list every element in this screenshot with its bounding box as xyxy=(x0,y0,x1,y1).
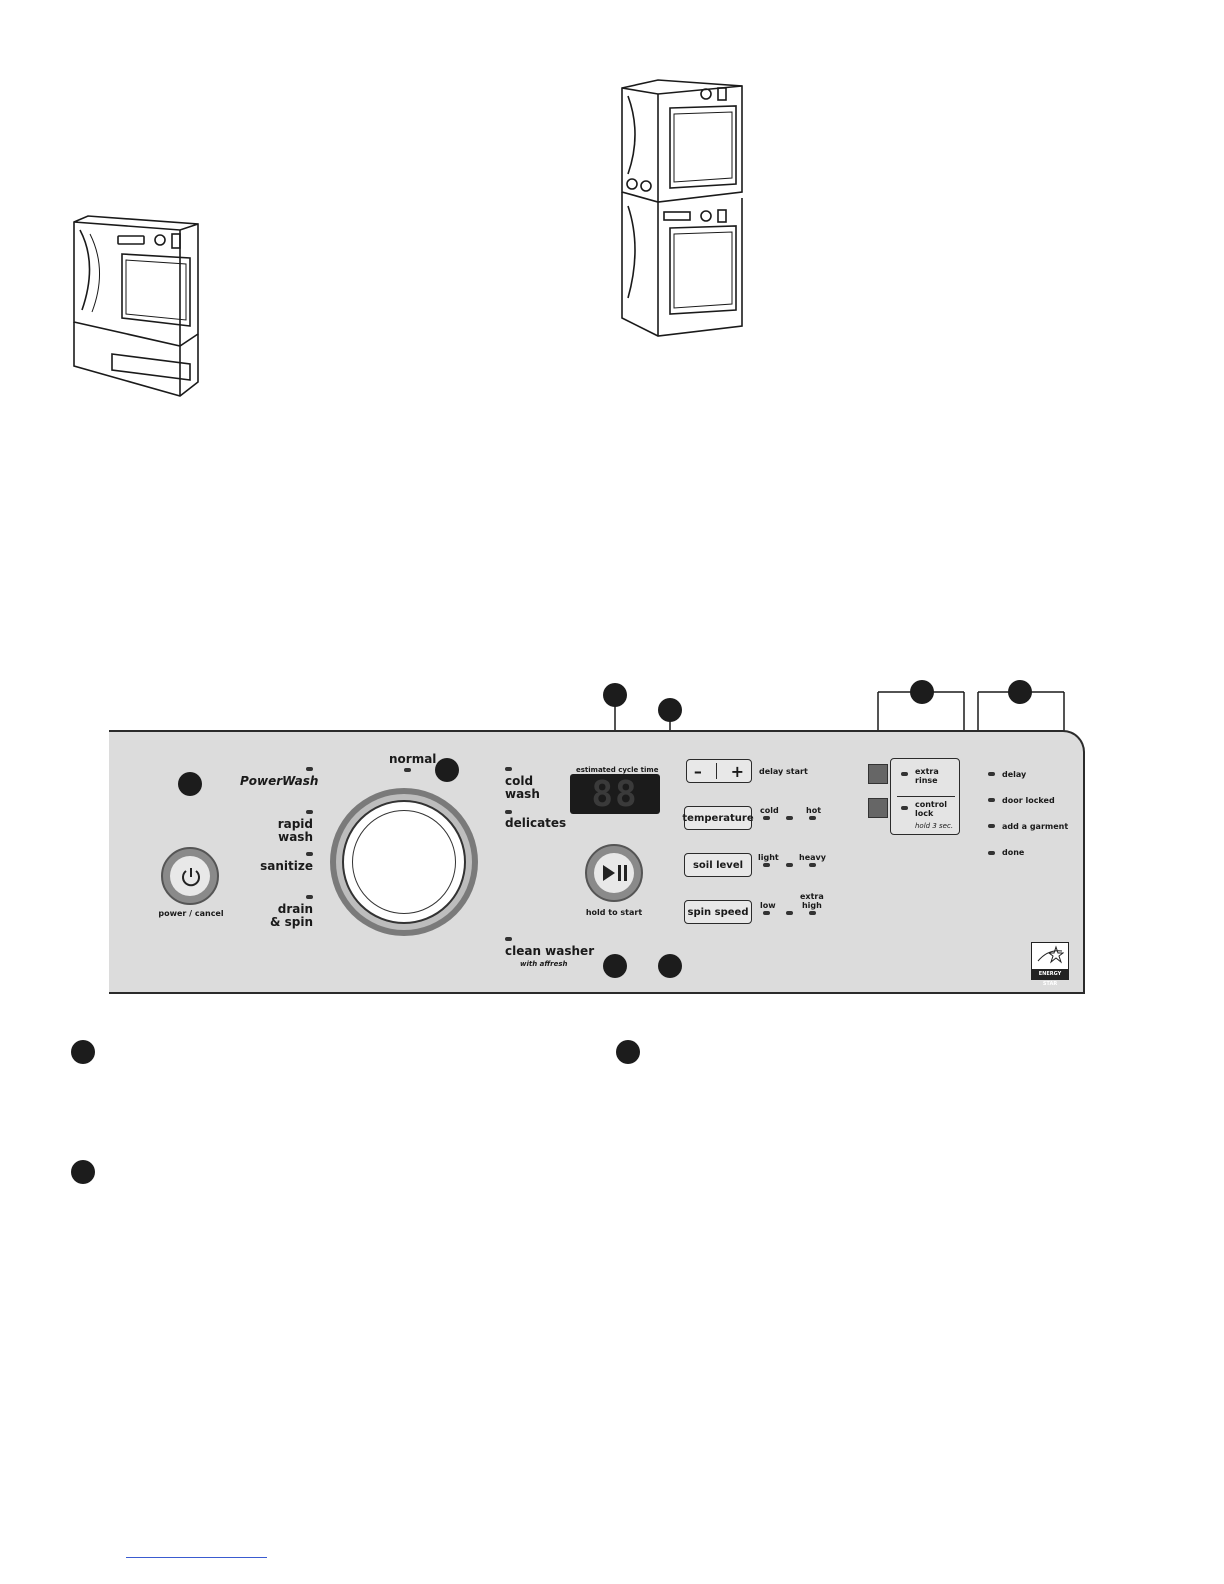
temperature-button[interactable]: temperature xyxy=(682,806,754,830)
soil-led xyxy=(809,863,816,867)
cycle-time-display: 88 xyxy=(570,774,660,815)
footer-rule xyxy=(126,1557,267,1558)
power-label: power / cancel xyxy=(158,909,224,918)
callout-marker xyxy=(178,772,202,796)
sanitize-led xyxy=(306,852,313,856)
callout-marker xyxy=(603,683,627,707)
cycle-clean-washer[interactable]: clean washer xyxy=(505,944,595,958)
callout-marker xyxy=(658,954,682,978)
clean-washer-sub: with affresh xyxy=(520,960,568,968)
energy-star-logo: ENERGY STAR xyxy=(1031,942,1069,987)
temperature-led xyxy=(809,816,816,820)
control-lock-hint: hold 3 sec. xyxy=(915,822,954,830)
spin-led xyxy=(809,911,816,915)
status-led-door-locked xyxy=(988,798,995,802)
callout-marker xyxy=(1008,680,1032,704)
status-led-delay xyxy=(988,772,995,776)
key-marker xyxy=(71,1040,95,1064)
cycle-normal[interactable]: normal xyxy=(389,752,437,766)
extra-rinse-label: extra rinse xyxy=(915,767,939,785)
delay-start-control: – + xyxy=(686,759,752,783)
spin-low: low xyxy=(760,901,776,910)
callout-marker xyxy=(435,758,459,782)
temperature-low: cold xyxy=(760,806,779,815)
energy-star-text: ENERGY STAR xyxy=(1032,969,1068,987)
cycle-drain-spin[interactable]: drain & spin xyxy=(269,902,313,929)
delay-plus-button[interactable]: + xyxy=(730,761,745,781)
status-done: done xyxy=(1002,848,1025,857)
options-box xyxy=(890,758,960,835)
extra-rinse-button[interactable] xyxy=(868,764,888,784)
delay-minus-button[interactable]: – xyxy=(693,761,702,781)
status-add-garment: add a garment xyxy=(1002,822,1069,831)
cycle-selector-knob[interactable] xyxy=(330,788,478,936)
drain-spin-led xyxy=(306,895,313,899)
power-button[interactable] xyxy=(161,847,219,905)
status-delay: delay xyxy=(1002,770,1027,779)
cycle-sanitize[interactable]: sanitize xyxy=(260,859,313,873)
play-pause-icon xyxy=(603,865,627,881)
callout-marker xyxy=(603,954,627,978)
normal-led xyxy=(404,768,411,772)
soil-level-button[interactable]: soil level xyxy=(684,853,752,877)
start-pause-button[interactable] xyxy=(585,844,643,902)
temperature-high: hot xyxy=(806,806,822,815)
cycle-cold-wash[interactable]: cold wash xyxy=(505,774,540,801)
stacked-washer-dryer-illustration xyxy=(621,79,743,337)
extra-rinse-led xyxy=(901,772,908,776)
delay-start-label: delay start xyxy=(759,767,808,776)
cycle-rapid-wash[interactable]: rapid wash xyxy=(277,817,313,844)
washer-on-pedestal-illustration xyxy=(73,215,199,397)
key-marker xyxy=(616,1040,640,1064)
control-lock-label: control lock xyxy=(915,800,947,818)
rapid-wash-led xyxy=(306,810,313,814)
temperature-led xyxy=(786,816,793,820)
display-title: estimated cycle time xyxy=(576,766,659,774)
temperature-led xyxy=(763,816,770,820)
delicates-led xyxy=(505,810,512,814)
soil-high: heavy xyxy=(799,853,826,862)
control-lock-button[interactable] xyxy=(868,798,888,818)
star-icon xyxy=(1037,945,1064,964)
spin-speed-button[interactable]: spin speed xyxy=(684,900,752,924)
spin-high: extra high xyxy=(800,892,824,910)
soil-low: light xyxy=(758,853,779,862)
powerwash-led xyxy=(306,767,313,771)
spin-led xyxy=(763,911,770,915)
status-led-done xyxy=(988,851,995,855)
power-icon xyxy=(182,868,200,887)
spin-led xyxy=(786,911,793,915)
status-led-add-garment xyxy=(988,824,995,828)
callout-marker xyxy=(910,680,934,704)
status-door-locked: door locked xyxy=(1002,796,1055,805)
soil-led xyxy=(786,863,793,867)
cycle-delicates[interactable]: delicates xyxy=(505,816,567,830)
cold-wash-led xyxy=(505,767,512,771)
soil-led xyxy=(763,863,770,867)
clean-washer-led xyxy=(505,937,512,941)
callout-marker xyxy=(658,698,682,722)
key-marker xyxy=(71,1160,95,1184)
cycle-powerwash[interactable]: PowerWash xyxy=(240,774,319,788)
start-label: hold to start xyxy=(585,908,643,917)
control-lock-led xyxy=(901,806,908,810)
